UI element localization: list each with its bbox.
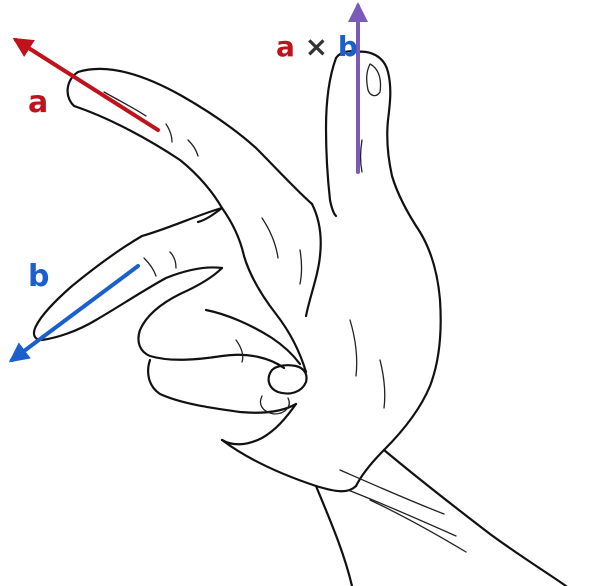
index-finger-outline (66, 70, 224, 224)
cross-product-operator: × (305, 30, 328, 63)
vector-a-label: a (28, 85, 48, 120)
thumb-outline (334, 50, 422, 234)
wrist-outline (220, 438, 358, 493)
hand-drawing (32, 50, 568, 586)
middle-finger-outline (32, 206, 224, 342)
cross-product-label: a × b (276, 30, 358, 63)
vector-b-arrow (8, 264, 140, 363)
vector-b-label: b (28, 259, 49, 294)
cross-product-a: a (276, 30, 295, 63)
ring-finger-outline (137, 266, 286, 370)
palm-outline (220, 206, 308, 374)
cross-product-b: b (338, 30, 358, 63)
vector-a-arrow (12, 37, 160, 132)
